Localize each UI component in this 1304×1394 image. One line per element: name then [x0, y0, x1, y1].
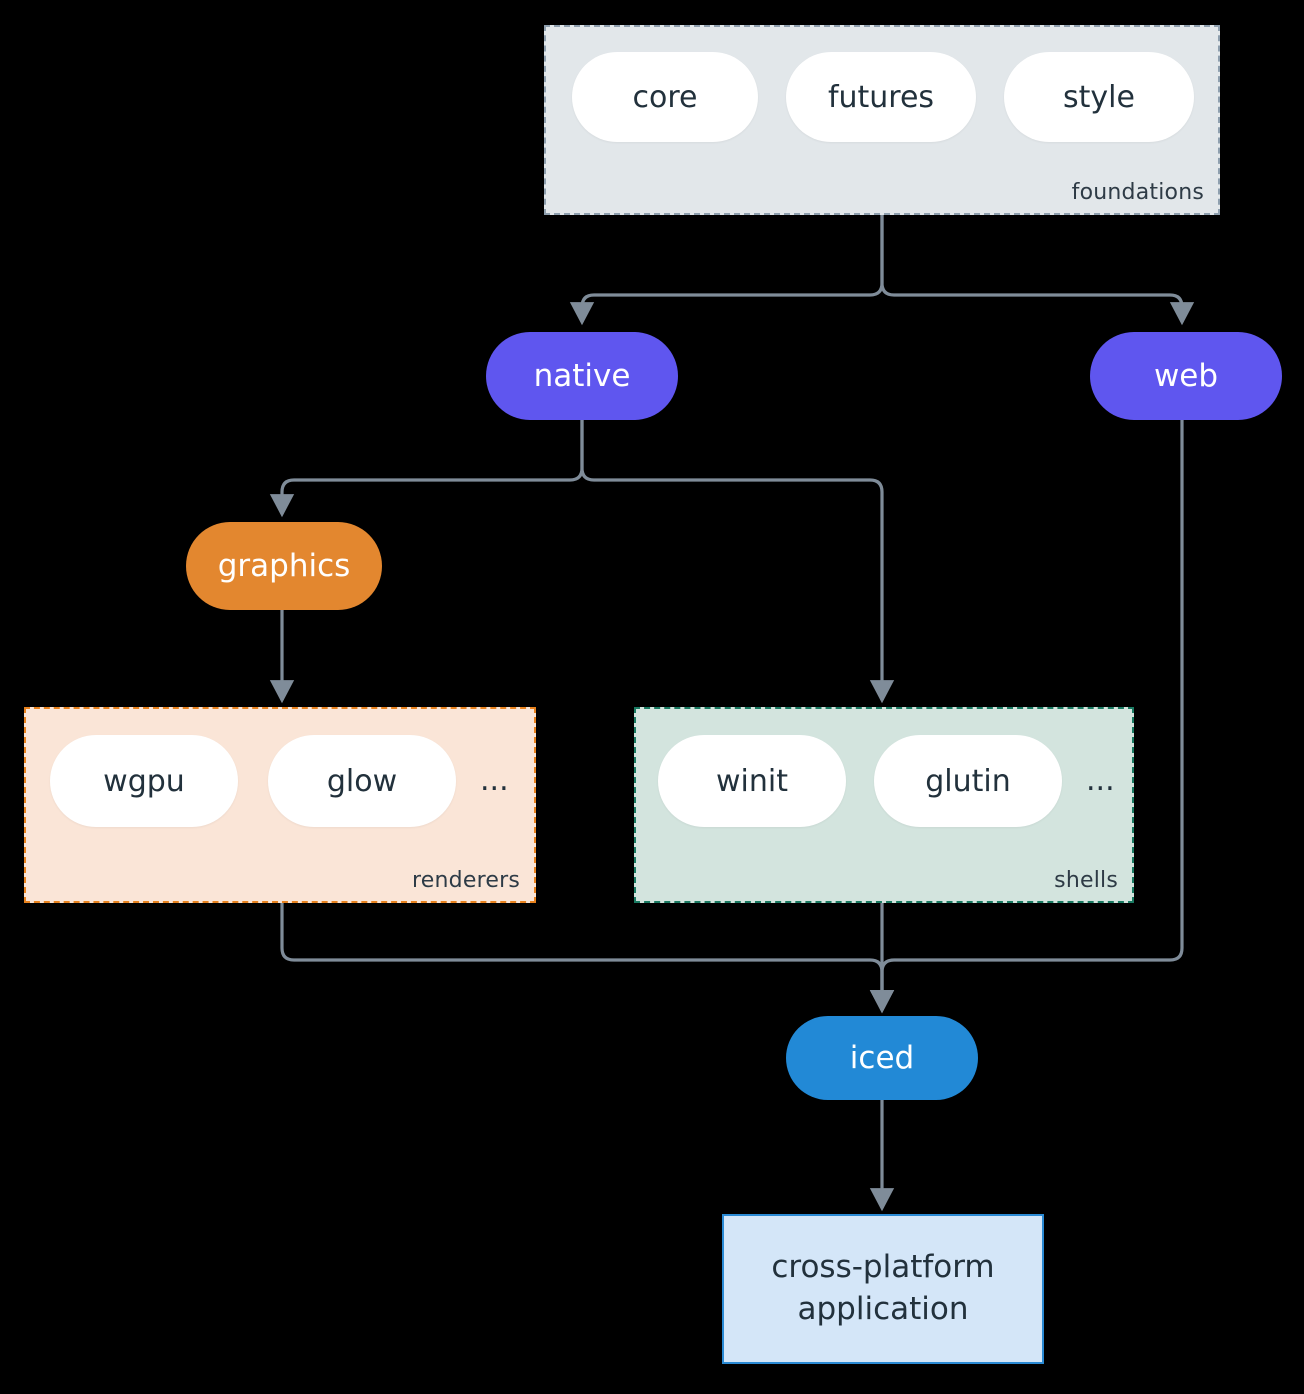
edge-native-shells — [580, 420, 895, 704]
chip-glow[interactable]: glow — [268, 735, 456, 827]
edge-native-graphics — [269, 420, 584, 518]
edge-renderers-iced — [280, 903, 895, 1014]
node-iced[interactable]: iced — [786, 1016, 978, 1100]
node-iced-label: iced — [849, 1040, 915, 1076]
node-graphics-label: graphics — [217, 548, 351, 584]
chip-winit-label: winit — [716, 763, 788, 799]
cluster-label-foundations: foundations — [1071, 180, 1204, 205]
cluster-label-renderers: renderers — [412, 868, 520, 893]
node-application-line1: cross-platform — [771, 1249, 995, 1286]
chip-glutin[interactable]: glutin — [874, 735, 1062, 827]
node-web-label: web — [1153, 358, 1219, 394]
chip-wgpu-label: wgpu — [103, 763, 185, 799]
edge-foundations-web — [880, 215, 1195, 326]
node-graphics[interactable]: graphics — [186, 522, 382, 610]
chip-core[interactable]: core — [572, 52, 758, 142]
node-web[interactable]: web — [1090, 332, 1282, 420]
node-native-label: native — [533, 358, 631, 394]
cluster-label-shells: shells — [1054, 868, 1118, 893]
chip-style-label: style — [1063, 79, 1135, 115]
renderers-ellipsis: ... — [480, 766, 509, 796]
chip-winit[interactable]: winit — [658, 735, 846, 827]
node-application-line2: application — [797, 1291, 969, 1327]
chip-wgpu[interactable]: wgpu — [50, 735, 238, 827]
chip-futures-label: futures — [827, 79, 935, 115]
chip-futures[interactable]: futures — [786, 52, 976, 142]
shells-ellipsis-text: ... — [1086, 763, 1115, 798]
node-native[interactable]: native — [486, 332, 678, 420]
renderers-ellipsis-text: ... — [480, 763, 509, 798]
chip-glutin-label: glutin — [925, 763, 1011, 799]
chip-core-label: core — [632, 79, 698, 115]
chip-glow-label: glow — [326, 763, 398, 799]
node-application[interactable]: cross-platform application — [722, 1214, 1044, 1364]
chip-style[interactable]: style — [1004, 52, 1194, 142]
edge-foundations-native — [569, 215, 884, 326]
shells-ellipsis: ... — [1086, 766, 1115, 796]
